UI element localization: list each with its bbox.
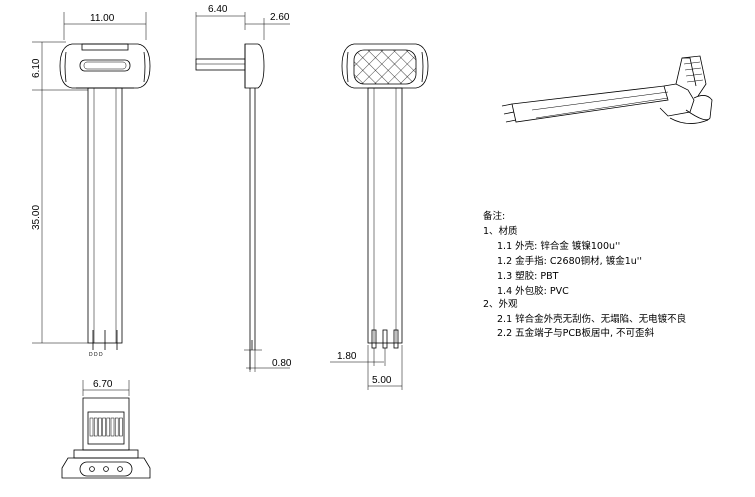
back-view: 1.80 5.00: [330, 43, 429, 390]
isometric-view: [501, 55, 713, 124]
bottom-view: 6.70: [61, 379, 151, 479]
dim-back-pin-pitch: 1.80: [337, 351, 357, 362]
dim-front-head-height: 6.10: [31, 58, 42, 78]
side-view: 6.40 2.60 0.80: [195, 4, 292, 372]
notes-section-1: 1、材质: [483, 225, 518, 237]
dim-front-width: 11.00: [90, 13, 115, 24]
dim-side-pin-thickness: 0.80: [272, 358, 292, 369]
note-1-1: 1.1 外壳: 锌合金 镀镍100u'': [497, 240, 620, 252]
contact-finger: [93, 417, 98, 437]
dim-back-width: 5.00: [372, 375, 392, 386]
contact-finger: [102, 417, 106, 437]
dim-front-length: 35.00: [31, 205, 42, 230]
notes-block: 备注: 1、材质 1.1 外壳: 锌合金 镀镍100u'' 1.2 金手指: C…: [483, 210, 687, 339]
contact-finger: [98, 417, 102, 437]
dim-side-head-thickness: 2.60: [270, 12, 290, 23]
contact-finger: [106, 417, 111, 437]
note-1-4: 1.4 外包胶: PVC: [497, 285, 569, 297]
note-1-3: 1.3 塑胶: PBT: [497, 270, 559, 282]
notes-title: 备注:: [483, 210, 505, 222]
svg-text:D D D: D D D: [89, 352, 103, 358]
contact-finger: [89, 417, 94, 437]
note-2-1: 2.1 锌合金外壳无刮伤、无塌陷、无电镀不良: [497, 313, 687, 325]
contact-finger: [119, 417, 123, 437]
contact-finger: [114, 417, 119, 437]
dim-bottom-width: 6.70: [93, 379, 113, 390]
contact-finger: [110, 417, 115, 437]
front-view: 11.00 6.10 35.00 D D D: [31, 12, 151, 358]
notes-section-2: 2、外观: [483, 298, 518, 310]
note-2-2: 2.2 五金端子与PCB板居中, 不可歪斜: [497, 327, 655, 339]
note-1-2: 1.2 金手指: C2680铜材, 镀金1u'': [497, 255, 642, 267]
dim-side-depth: 6.40: [208, 4, 228, 15]
